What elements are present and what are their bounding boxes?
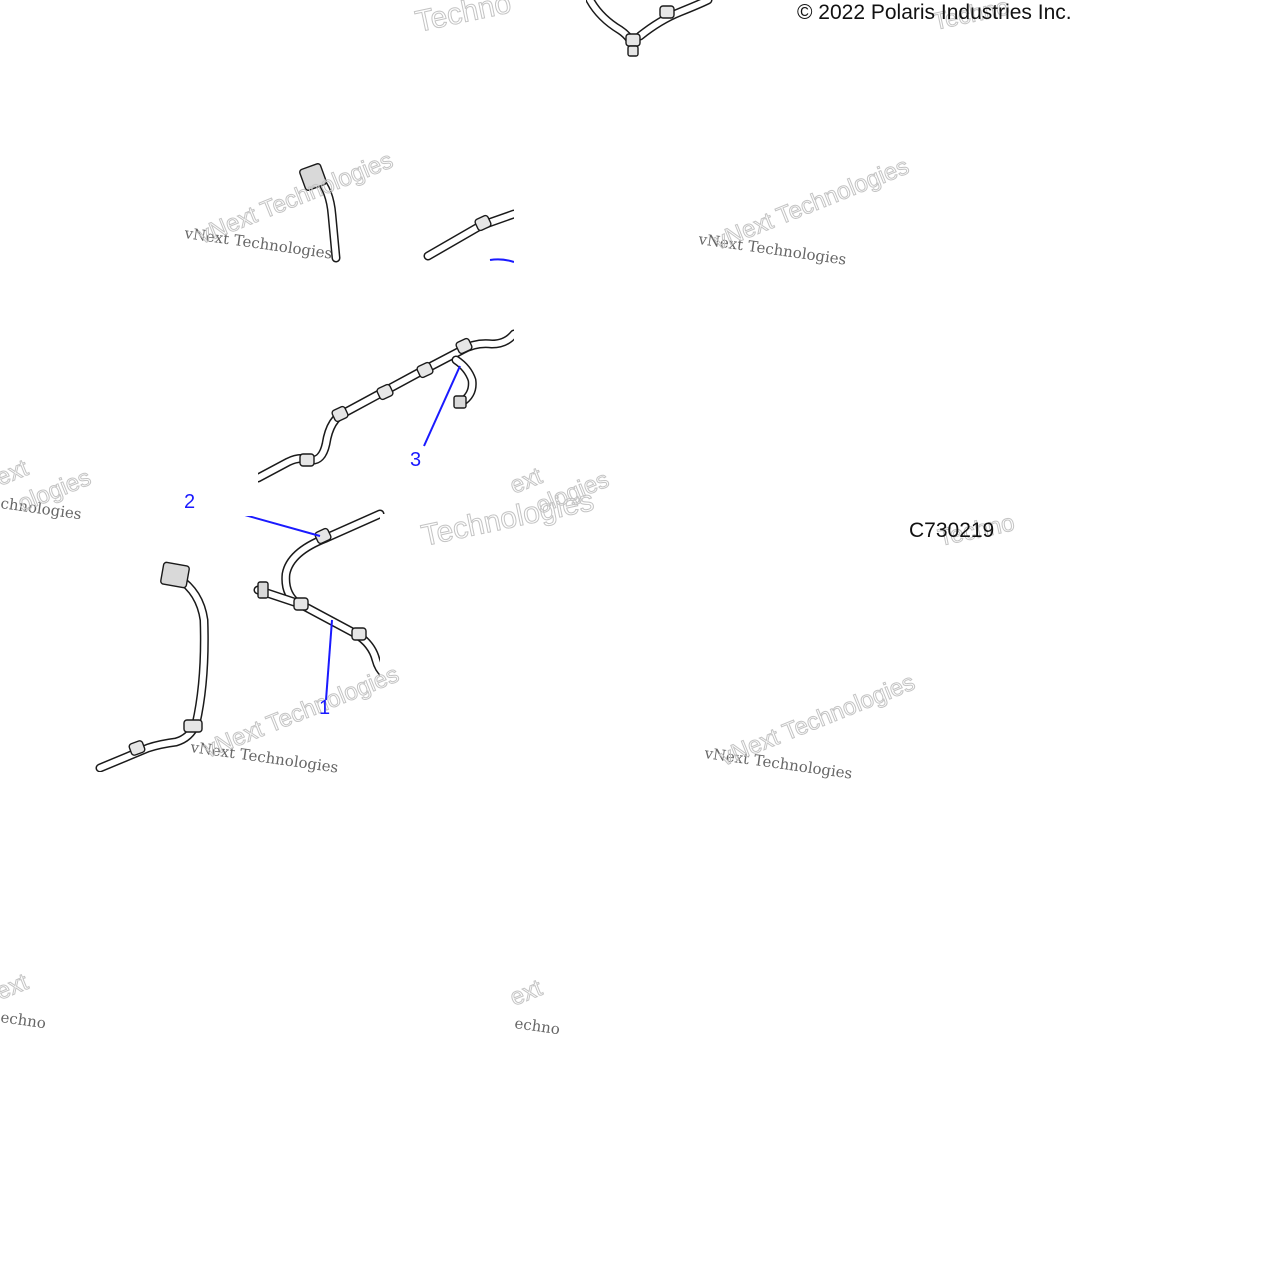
hose-vertical-upper xyxy=(299,163,341,263)
callout-3: 3 xyxy=(410,449,421,471)
hose-main-middle xyxy=(253,329,519,483)
part-code: C730219 xyxy=(909,519,994,542)
watermark-techno-top: Techno xyxy=(413,0,514,39)
copyright-text: © 2022 Polaris Industries Inc. xyxy=(797,1,1072,24)
hose-vertical-lower xyxy=(95,561,209,773)
watermark-vnext-4: vNext Technologies xyxy=(716,669,919,772)
harness-drawing xyxy=(95,0,713,773)
callout-1: 1 xyxy=(319,697,330,719)
watermark-vnext-1: vNext Technologies xyxy=(194,147,397,250)
captions: © 2022 Polaris Industries Inc. C730219 xyxy=(797,1,1072,542)
callouts: 1 2 3 xyxy=(184,449,421,719)
hose-upper-right xyxy=(423,209,519,261)
callout-2: 2 xyxy=(184,491,195,513)
watermark-vnext-3: vNext Technologies xyxy=(200,661,403,764)
leader-line-1 xyxy=(325,619,333,701)
watermark-vnext-2: vNext Technologies xyxy=(710,153,913,256)
leader-line-3 xyxy=(423,365,461,447)
hose-top xyxy=(585,0,713,57)
leader-line-fragment xyxy=(489,258,515,263)
